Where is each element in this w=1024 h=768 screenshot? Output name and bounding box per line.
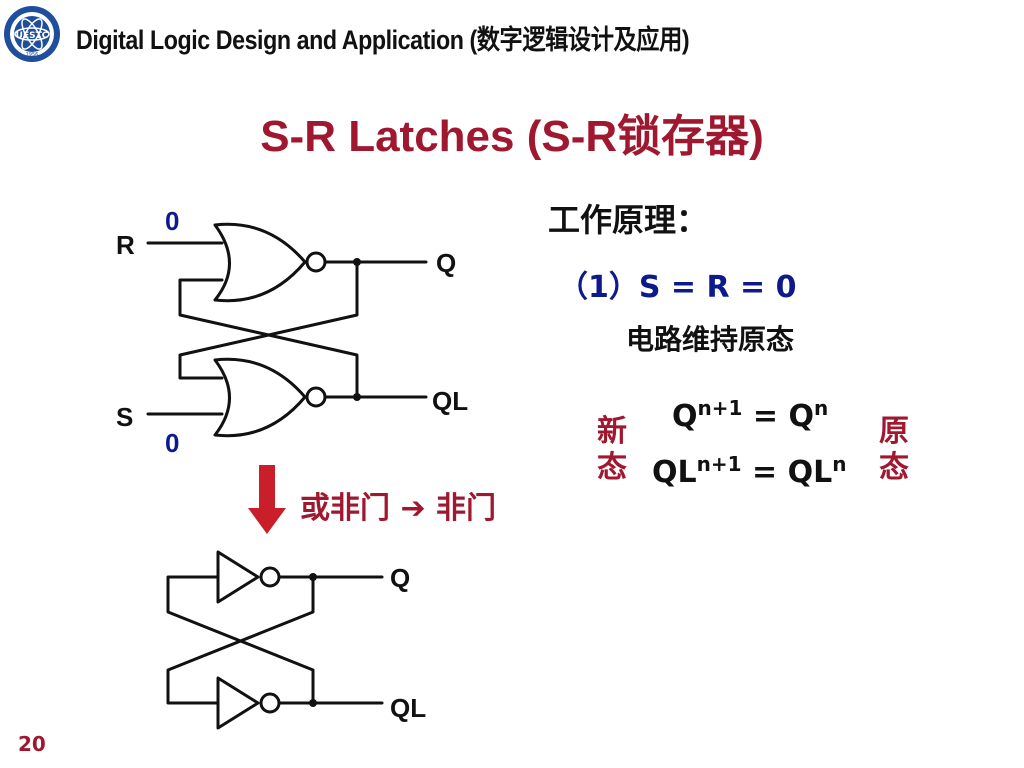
original-state-label: 原态 xyxy=(879,414,909,485)
nor-gate-top xyxy=(213,222,327,303)
page-number: 20 xyxy=(18,732,46,756)
output-q-label: Q xyxy=(436,248,456,278)
junction-dot-ql xyxy=(353,393,361,401)
down-arrow-icon xyxy=(248,465,286,534)
input-r-label: R xyxy=(116,230,135,260)
case-label: （1）S = R = 0 xyxy=(558,270,797,305)
output-ql-label: QL xyxy=(432,386,468,416)
inverter-output-q-label: Q xyxy=(390,563,410,593)
logo-text: UESTC xyxy=(16,31,49,41)
inverter-output-ql-label: QL xyxy=(390,693,426,723)
inverter-bottom xyxy=(216,676,281,730)
nor-latch-wires xyxy=(146,241,428,416)
r-value: 0 xyxy=(165,206,179,236)
principle-heading: 工作原理： xyxy=(548,201,709,239)
junction-dot-q xyxy=(353,258,361,266)
hold-state-text: 电路维持原态 xyxy=(626,323,795,356)
input-s-label: S xyxy=(116,402,133,432)
conversion-label: 或非门 ➔ 非门 xyxy=(300,491,497,526)
junction-dot-inv-ql xyxy=(309,699,317,707)
s-value: 0 xyxy=(165,428,179,458)
inverter-latch-wires xyxy=(166,575,384,705)
university-logo: UESTC 1956 xyxy=(4,6,60,62)
nor-gate-bottom xyxy=(213,357,327,438)
equation-ql: QLn+1 = QLn xyxy=(652,452,847,490)
slide-title: S-R Latches (S-R锁存器) xyxy=(260,112,764,161)
logo-year: 1956 xyxy=(26,52,39,58)
course-title: Digital Logic Design and Application (数字… xyxy=(76,25,690,55)
new-state-label: 新态 xyxy=(597,414,627,485)
equation-q: Qn+1 = Qn xyxy=(672,396,829,434)
inverter-top xyxy=(216,550,281,604)
junction-dot-inv-q xyxy=(309,573,317,581)
